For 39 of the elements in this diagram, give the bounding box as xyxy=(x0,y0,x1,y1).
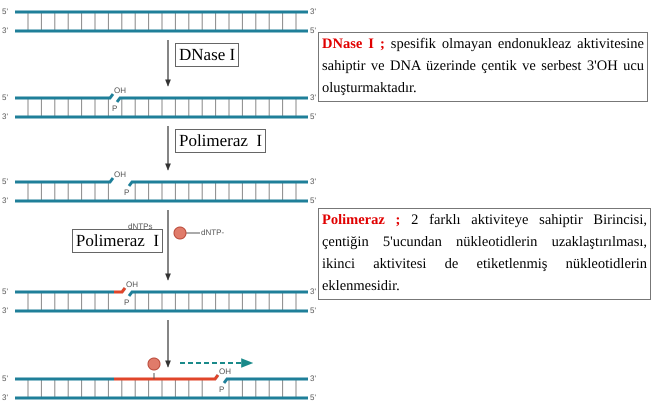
hydroxyl-label: OH xyxy=(114,86,126,95)
strand-end-label: 3' xyxy=(310,7,316,16)
strand-end-label: 3' xyxy=(2,26,8,35)
arrow xyxy=(165,210,171,281)
description-box: Polimeraz ; 2 farklı aktiviteye sahiptir Birincisi, çentiğin 5'ucundan nükleotidlerin uzaklaştırılması, ikinci aktivitesi de etiketlenmiş nükleotidlerin eklenmesidir. xyxy=(318,208,651,300)
strand-end-label: 5' xyxy=(2,287,8,296)
strand-end-label: 5' xyxy=(310,112,316,121)
arrow xyxy=(165,126,171,171)
hydroxyl-label: OH xyxy=(114,170,126,179)
enzyme-label: DNase I xyxy=(175,43,240,67)
strand-end-label: 5' xyxy=(2,7,8,16)
strand-end-label: 5' xyxy=(2,93,8,102)
nucleotide-label: dNTP- xyxy=(201,228,224,237)
phosphate-label: P xyxy=(124,188,130,197)
strand-end-label: 3' xyxy=(310,93,316,102)
strand-end-label: 3' xyxy=(310,177,316,186)
strand-end-label: 5' xyxy=(2,177,8,186)
strand-end-label: 3' xyxy=(2,306,8,315)
strand-end-label: 5' xyxy=(310,306,316,315)
enzyme-label: Polimeraz I xyxy=(72,229,163,253)
strand-end-label: 5' xyxy=(310,393,316,402)
strand-end-label: 3' xyxy=(310,287,316,296)
arrow xyxy=(165,320,171,368)
hydroxyl-label: OH xyxy=(126,280,138,289)
arrow xyxy=(165,40,171,87)
strand-end-label: 3' xyxy=(2,196,8,205)
description-box: DNase I ; spesifik olmayan endonukleaz aktivitesine sahiptir ve DNA üzerinde çentik ve serbest 3'OH ucu oluşturmaktadır. xyxy=(318,32,648,102)
hydroxyl-label: OH xyxy=(219,367,231,376)
strand-end-label: 3' xyxy=(310,374,316,383)
enzyme-label: Polimeraz I xyxy=(175,129,266,153)
strand-end-label: 5' xyxy=(310,196,316,205)
strand-end-label: 3' xyxy=(2,112,8,121)
strand-end-label: 5' xyxy=(2,374,8,383)
phosphate-label: P xyxy=(219,385,224,394)
strand-end-label: 5' xyxy=(310,26,316,35)
phosphate-label: P xyxy=(112,104,118,113)
nucleotide-label: dNTPs xyxy=(128,222,152,231)
phosphate-label: P xyxy=(124,298,130,307)
strand-end-label: 3' xyxy=(2,393,8,402)
